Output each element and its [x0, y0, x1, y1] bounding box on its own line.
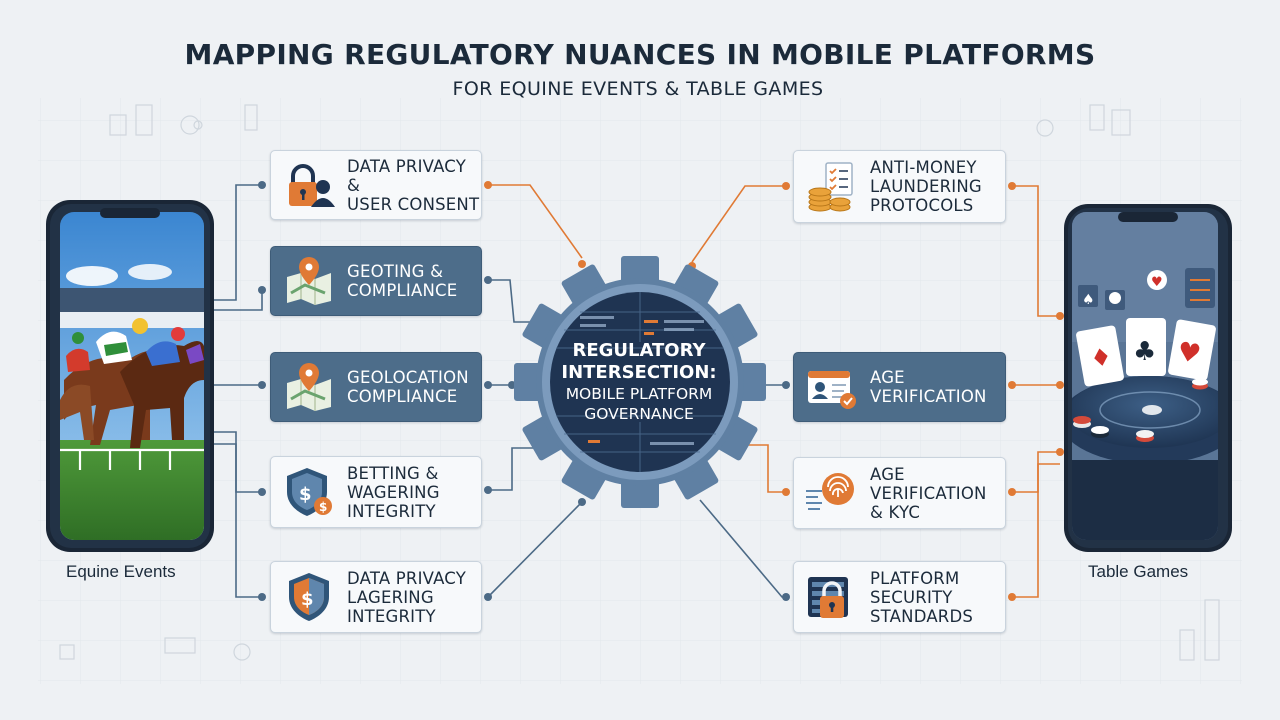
right-phone: ♠ ♥ ♦ ♣ ♥: [1064, 204, 1232, 552]
card-table-image: ♠ ♥ ♦ ♣ ♥: [1072, 212, 1218, 540]
map-pin-icon: [287, 257, 331, 305]
equine-events-caption: Equine Events: [66, 562, 176, 581]
card-data-privacy-consent: DATA PRIVACY &USER CONSENT: [270, 150, 482, 220]
shield-dollar-icon: $: [289, 573, 329, 621]
gear-label-line-4: GOVERNANCE: [584, 405, 694, 423]
orange-dots-left: [484, 181, 586, 268]
id-card-icon: [808, 371, 856, 409]
svg-text:$: $: [301, 589, 314, 610]
server-lock-icon: [808, 577, 848, 618]
gear-label-line-1: REGULATORY: [572, 340, 706, 361]
card-label: DATA PRIVACY &USER CONSENT: [347, 156, 480, 214]
svg-text:♠: ♠: [1082, 292, 1095, 308]
map-pin-icon: [287, 363, 331, 411]
svg-text:♣: ♣: [1133, 337, 1156, 367]
card-label: GEOTING &COMPLIANCE: [347, 262, 458, 300]
poker-chips: [1073, 378, 1208, 442]
playing-cards: ♦ ♣ ♥: [1076, 318, 1216, 387]
fingerprint-icon: [806, 473, 854, 510]
right-connector-dots: [1008, 182, 1064, 601]
left-phone: [46, 200, 214, 552]
gear-label: REGULATORY INTERSECTION: MOBILE PLATFORM…: [534, 340, 744, 424]
lock-user-icon: [289, 164, 335, 207]
page-title: MAPPING REGULATORY NUANCES IN MOBILE PLA…: [184, 38, 1096, 71]
horse-race-image: [60, 212, 204, 540]
page-subtitle: FOR EQUINE EVENTS & TABLE GAMES: [452, 78, 824, 100]
left-connectors: [208, 184, 263, 598]
svg-text:♦: ♦: [1088, 342, 1114, 373]
coins-checklist-icon: [808, 161, 853, 211]
gear-label-line-2: INTERSECTION:: [561, 362, 717, 383]
svg-text:♥: ♥: [1175, 337, 1203, 371]
shield-dollar-icon: $ $: [287, 468, 332, 516]
central-gear: [514, 256, 766, 508]
svg-text:♥: ♥: [1151, 275, 1163, 290]
gear-label-line-3: MOBILE PLATFORM: [565, 385, 713, 403]
right-connectors: [1012, 185, 1060, 598]
left-connector-dots: [258, 181, 266, 601]
table-games-caption: Table Games: [1088, 562, 1189, 581]
svg-text:$: $: [299, 484, 312, 505]
svg-text:$: $: [319, 500, 327, 514]
card-geoting-compliance: GEOTING &COMPLIANCE: [270, 246, 482, 316]
